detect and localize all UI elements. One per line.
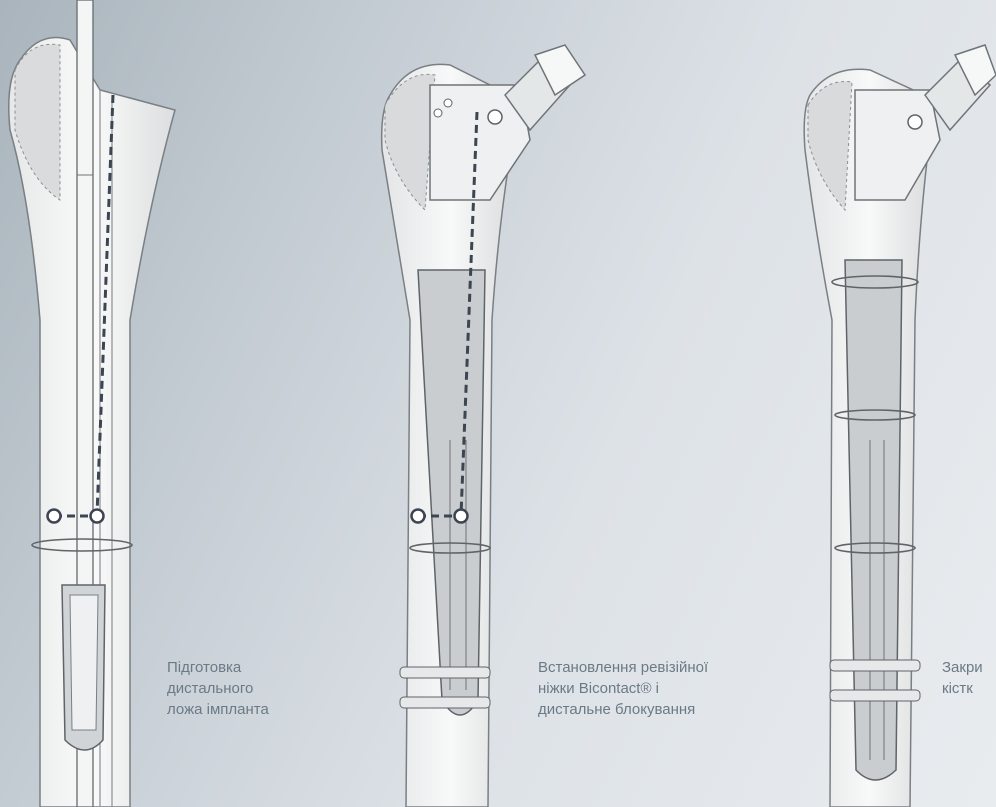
caption-step-2: Встановлення ревізійної ніжки Bicontact®… xyxy=(538,657,738,720)
illustration-step-3: Закри кістк xyxy=(790,0,996,807)
illustration-step-1: Підготовка дистального ложа імпланта xyxy=(0,0,330,807)
illustration-step-2: Встановлення ревізійної ніжки Bicontact®… xyxy=(370,0,750,807)
caption-step-1: Підготовка дистального ложа імпланта xyxy=(167,657,327,720)
caption-step-3: Закри кістк xyxy=(942,657,996,699)
